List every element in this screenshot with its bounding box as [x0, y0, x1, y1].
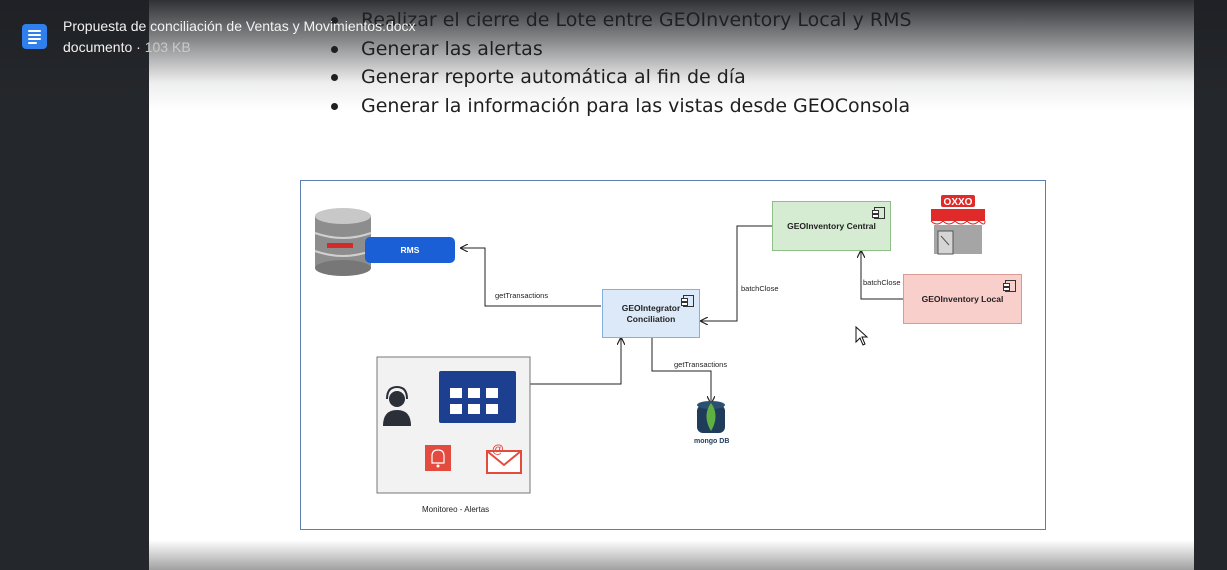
mouse-cursor-icon [855, 326, 869, 346]
email-alert-icon: @ [486, 442, 522, 474]
file-title: Propuesta de conciliación de Ventas y Mo… [63, 18, 416, 34]
svg-text:@: @ [492, 442, 504, 456]
geointegrator-node: GEOIntegrator Conciliation [602, 289, 700, 338]
edge-label-batchclose-central: batchClose [741, 284, 779, 293]
document-icon [22, 24, 47, 49]
geointegrator-label-line2: Conciliation [626, 313, 676, 324]
component-icon [681, 295, 694, 307]
meta-separator: · [136, 39, 141, 55]
file-size: 103 KB [144, 39, 191, 55]
bullet-item: Generar reporte automática al fin de día [329, 63, 912, 92]
store-icon: OXXO [930, 195, 986, 255]
rms-label: RMS [400, 244, 420, 255]
database-server-icon [314, 208, 372, 276]
geoinventory-local-node: GEOInventory Local [903, 274, 1022, 324]
architecture-diagram: OXXO [300, 180, 1046, 530]
component-icon [1003, 280, 1016, 292]
geoinventory-central-label: GEOInventory Central [787, 220, 876, 231]
dashboard-icon [439, 371, 516, 423]
page-bottom-shadow [149, 540, 1194, 570]
mongodb-label: mongo DB [694, 438, 730, 445]
diagram-connectors: OXXO [314, 195, 986, 494]
file-type: documento [63, 39, 133, 55]
store-label: OXXO [944, 197, 973, 208]
component-icon [872, 207, 885, 219]
rms-node: RMS [365, 237, 455, 263]
bullet-item: Realizar el cierre de Lote entre GEOInve… [329, 6, 912, 35]
operator-headset-icon [383, 385, 411, 426]
monitor-panel-label: Monitoreo - Alertas [422, 505, 490, 514]
geointegrator-label-line1: GEOIntegrator [621, 302, 681, 313]
geoinventory-central-node: GEOInventory Central [772, 201, 891, 251]
file-meta: documento · 103 KB [63, 39, 191, 55]
bullet-list: Realizar el cierre de Lote entre GEOInve… [329, 6, 912, 120]
edge-label-gettransactions-rms: getTransactions [495, 291, 549, 300]
edge-label-batchclose-local: batchClose [863, 278, 901, 287]
mongodb-icon [697, 401, 725, 433]
bullet-item: Generar las alertas [329, 35, 912, 64]
alert-bell-icon [425, 445, 451, 471]
geoinventory-local-label: GEOInventory Local [921, 293, 1004, 304]
edge-label-gettransactions-mongo: getTransactions [674, 360, 728, 369]
bullet-item: Generar la información para las vistas d… [329, 92, 912, 121]
